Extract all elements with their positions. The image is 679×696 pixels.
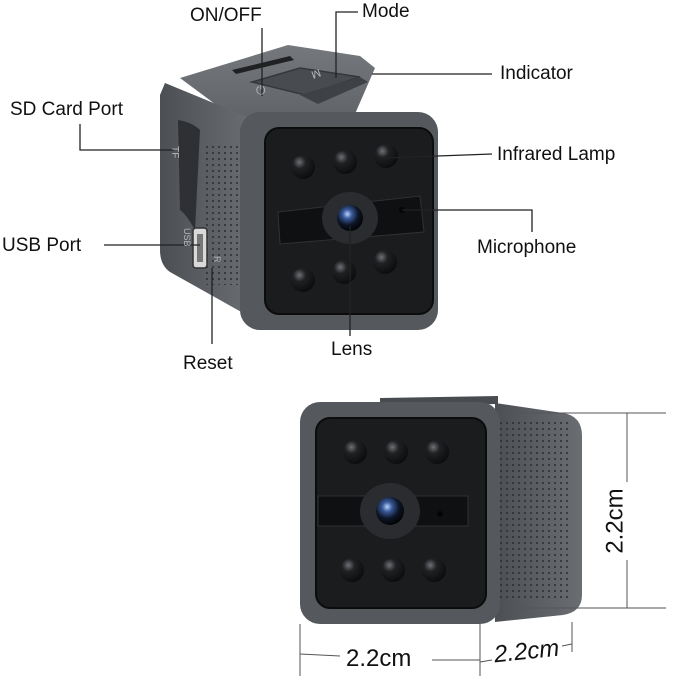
reset-label: Reset [183, 353, 233, 374]
lens-label: Lens [331, 339, 373, 360]
camera-top-view [160, 45, 438, 330]
dimension-lines [299, 412, 666, 676]
microphone-label: Microphone [477, 237, 577, 258]
power-symbol-marking: ⏻ [256, 83, 266, 97]
usb-marking: USB [182, 228, 192, 247]
on-off-label: ON/OFF [190, 5, 262, 26]
callout-lines [79, 11, 533, 344]
tf-marking: TF [169, 146, 180, 158]
reset-letter-marking: R [212, 256, 222, 263]
height-dimension: 2.2cm [601, 488, 629, 554]
width-dimension: 2.2cm [346, 645, 412, 672]
mode-letter-marking: M [309, 66, 322, 80]
indicator-label: Indicator [500, 63, 573, 84]
mode-label: Mode [362, 1, 410, 22]
sd-card-port-label: SD Card Port [10, 99, 123, 120]
usb-port-label: USB Port [2, 235, 82, 256]
camera-front-view [300, 396, 582, 624]
infrared-lamp-label: Infrared Lamp [497, 144, 616, 165]
